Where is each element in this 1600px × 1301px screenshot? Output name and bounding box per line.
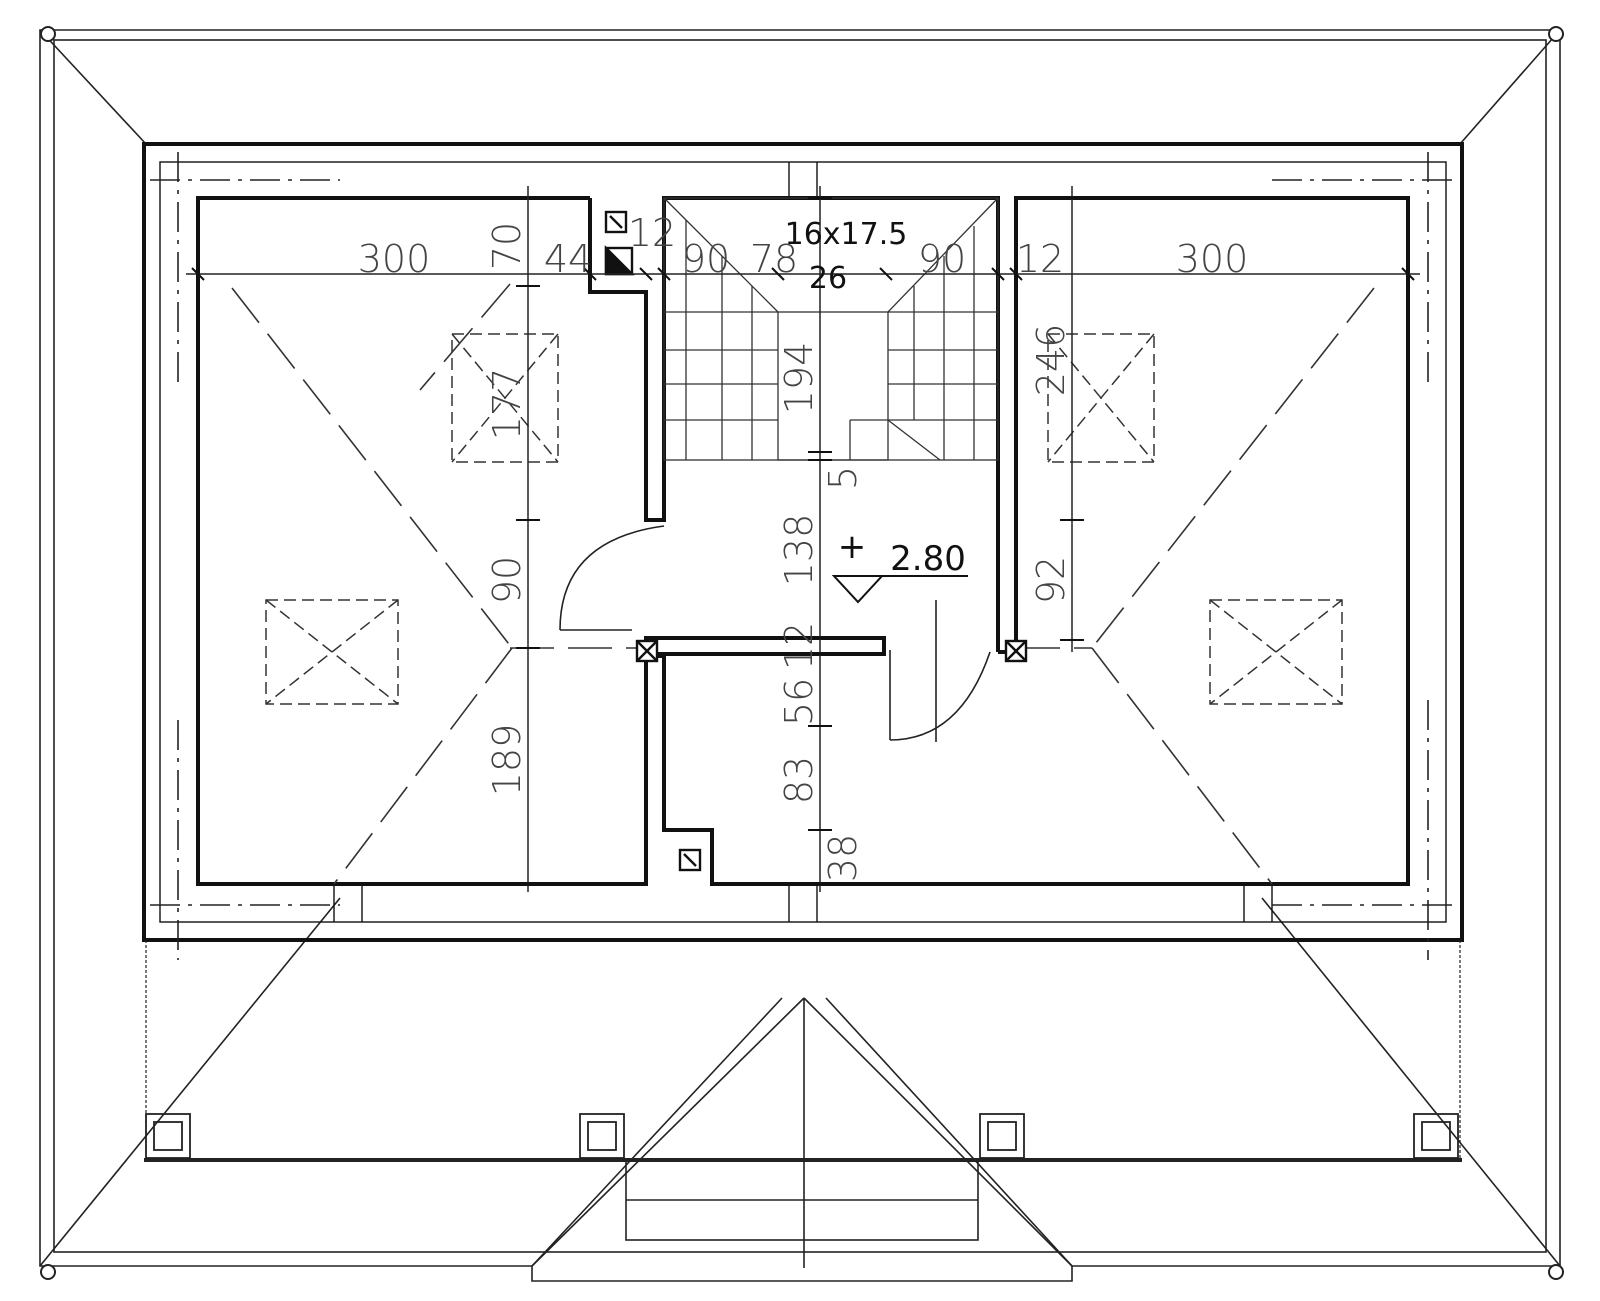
right-room — [816, 196, 1410, 886]
corner-markers — [40, 26, 1564, 1280]
dim-78: 78 — [750, 237, 798, 281]
doors — [559, 525, 991, 742]
right-room-skylight-top — [1047, 333, 1155, 463]
dim-12-right: 12 — [1016, 237, 1064, 281]
right-room-skylight-bottom — [1209, 599, 1343, 705]
dim-left-room-width: 300 — [358, 237, 431, 281]
roof-outline — [39, 29, 1561, 1282]
dim-177: 177 — [485, 368, 529, 441]
dim-90-left: 90 — [682, 237, 730, 281]
dim-246: 246 — [1029, 324, 1073, 397]
dimension-labels: 300 300 44 12 90 78 90 12 16x17.5 26 70 … — [358, 211, 1249, 882]
left-room-skylight-bottom — [265, 599, 399, 705]
level-sign: + — [838, 527, 867, 567]
dim-189: 189 — [485, 724, 529, 797]
dim-44: 44 — [544, 237, 592, 281]
stair-steps-label: 16x17.5 — [785, 217, 908, 252]
dimension-ticks — [191, 197, 1415, 885]
dimension-lines — [186, 186, 1420, 892]
dim-83: 83 — [777, 756, 821, 804]
dim-90-right: 90 — [918, 237, 966, 281]
dim-90-vertical: 90 — [485, 556, 529, 604]
porch — [144, 940, 1462, 1241]
dim-right-room-width: 300 — [1176, 237, 1249, 281]
level-value: 2.80 — [890, 539, 966, 579]
dim-194: 194 — [777, 342, 821, 415]
left-room-skylight-top — [451, 333, 559, 463]
building-outline — [142, 142, 1464, 942]
level-mark: + 2.80 — [831, 527, 968, 604]
dim-56: 56 — [777, 678, 821, 726]
dim-38: 38 — [821, 834, 865, 882]
axis-lines — [150, 152, 1460, 960]
dim-12-mid: 12 — [777, 622, 821, 670]
dim-92: 92 — [1029, 556, 1073, 604]
stair-tread-label: 26 — [809, 261, 847, 296]
dim-5: 5 — [821, 466, 865, 490]
dim-70: 70 — [485, 222, 529, 270]
dim-138: 138 — [777, 514, 821, 587]
left-room — [196, 196, 648, 886]
dim-12-top: 12 — [628, 211, 676, 255]
